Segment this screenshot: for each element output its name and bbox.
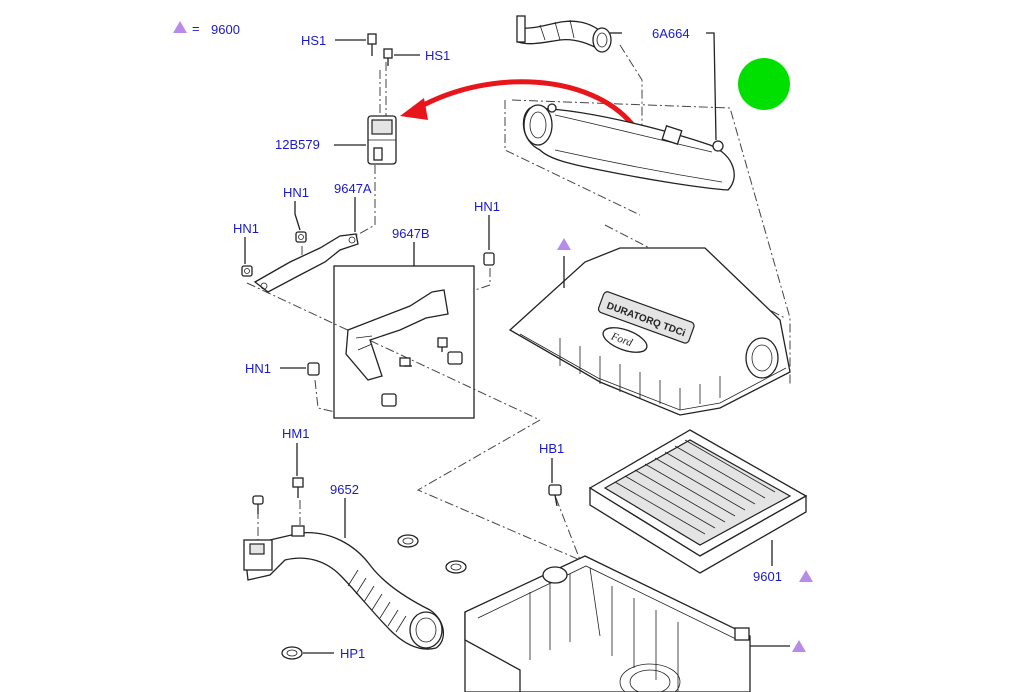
nut-hn1-c — [483, 252, 495, 266]
green-marker — [738, 58, 790, 110]
label-6a664: 6A664 — [652, 26, 690, 41]
label-hp1: HP1 — [340, 646, 365, 661]
label-9652: 9652 — [330, 482, 359, 497]
intake-tube-small — [516, 15, 612, 53]
label-9647b: 9647B — [392, 226, 430, 241]
purple-triangle-icon — [792, 640, 806, 652]
nut-hn1-a — [295, 231, 307, 243]
air-cleaner-cover: DURATORQ TDCi Ford — [508, 247, 791, 416]
label-hn1-c: HN1 — [474, 199, 500, 214]
grommet — [445, 560, 467, 574]
screw-hs1-a — [367, 33, 377, 56]
purple-triangle-icon — [557, 238, 571, 250]
purple-triangle-icon — [799, 570, 813, 582]
bracket-9647b-detail-box — [333, 265, 475, 419]
nut-hn1-d — [307, 362, 320, 376]
legend: = 9600 — [173, 21, 240, 37]
label-hs1-right: HS1 — [425, 48, 450, 63]
bolt-hb1 — [548, 484, 562, 507]
legend-code: 9600 — [211, 22, 240, 37]
air-filter-element — [588, 429, 808, 574]
air-hose-9652 — [243, 525, 444, 650]
label-9647a: 9647A — [334, 181, 372, 196]
screw-small — [252, 495, 264, 514]
label-hn1-a: HN1 — [283, 185, 309, 200]
nut-hn1-b — [241, 265, 253, 277]
grommet — [397, 534, 419, 548]
label-9601: 9601 — [753, 569, 782, 584]
label-hn1-b: HN1 — [233, 221, 259, 236]
washer-hp1 — [281, 646, 303, 660]
air-cleaner-lower-housing — [464, 555, 751, 692]
alignment-lines — [246, 44, 791, 561]
label-hn1-d: HN1 — [245, 361, 271, 376]
mass-air-flow-sensor — [367, 115, 397, 165]
bracket-9647a — [253, 233, 359, 293]
legend-equals: = — [192, 21, 200, 36]
label-hb1: HB1 — [539, 441, 564, 456]
purple-triangle-icon — [173, 21, 187, 33]
air-intake-tube — [522, 103, 735, 191]
bolt-hm1 — [292, 477, 304, 498]
red-direction-arrow — [400, 79, 635, 127]
label-hs1-top: HS1 — [301, 33, 326, 48]
screw-hs1-b — [383, 48, 393, 66]
bracket-9647b — [345, 289, 463, 407]
label-12b579: 12B579 — [275, 137, 320, 152]
label-hm1: HM1 — [282, 426, 309, 441]
